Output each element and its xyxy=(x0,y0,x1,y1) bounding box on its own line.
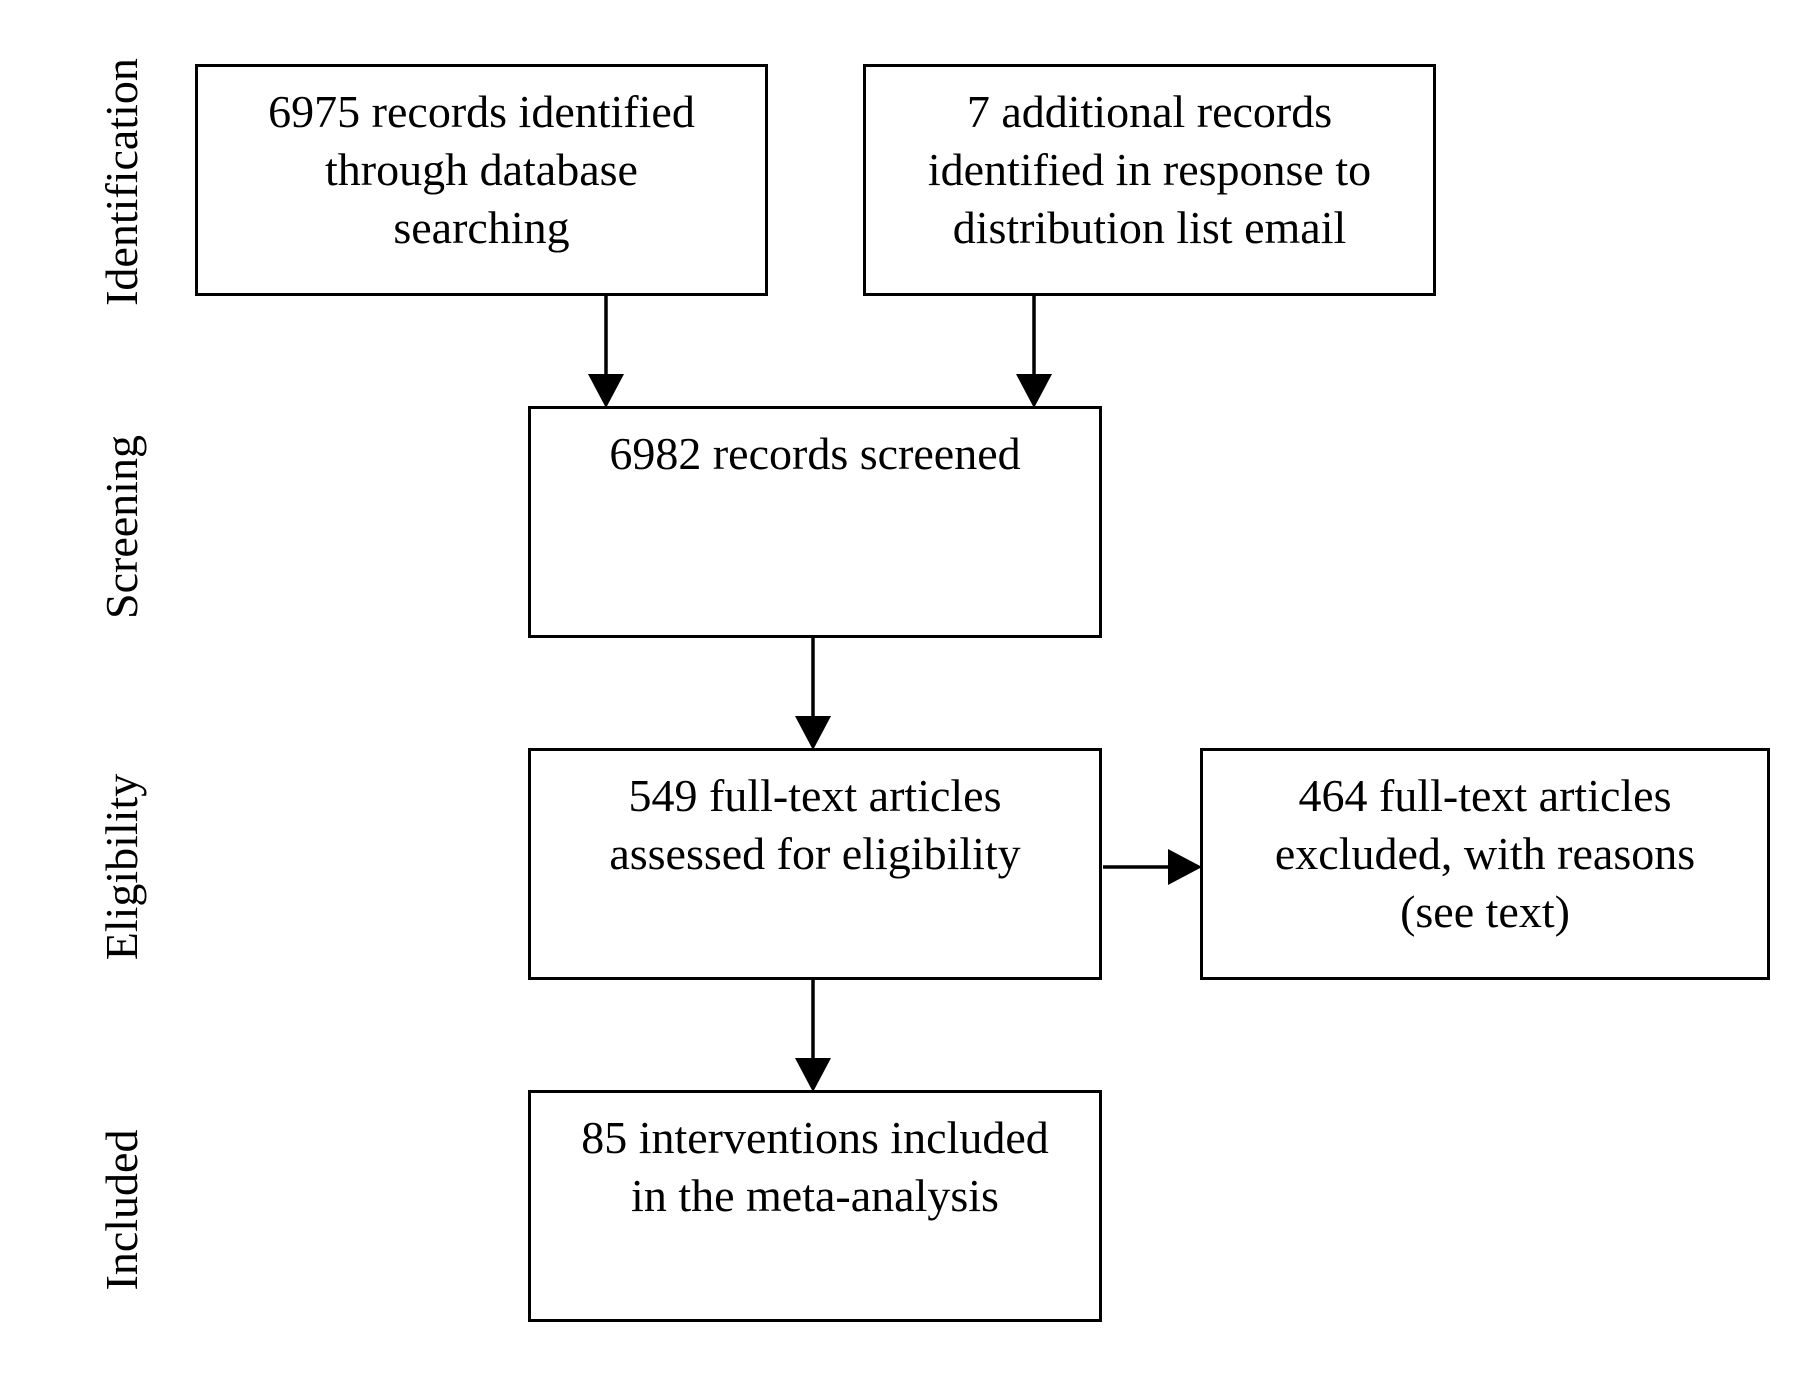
box-full-text-assessed-text: 549 full-text articles assessed for elig… xyxy=(609,770,1021,879)
box-full-text-assessed: 549 full-text articles assessed for elig… xyxy=(528,748,1102,980)
box-full-text-excluded: 464 full-text articles excluded, with re… xyxy=(1200,748,1770,980)
arrowhead-additional-to-screened xyxy=(1016,374,1052,408)
box-additional-records-text: 7 additional records identified in respo… xyxy=(927,86,1372,253)
arrowhead-database-to-screened xyxy=(588,374,624,408)
arrowhead-assessed-to-included xyxy=(795,1058,831,1092)
box-interventions-included-text: 85 interventions included in the meta-an… xyxy=(581,1112,1049,1221)
box-database-records-text: 6975 records identified through database… xyxy=(268,86,695,253)
box-full-text-excluded-text: 464 full-text articles excluded, with re… xyxy=(1274,770,1696,937)
box-additional-records: 7 additional records identified in respo… xyxy=(863,64,1436,296)
box-records-screened: 6982 records screened xyxy=(528,406,1102,638)
box-records-screened-text: 6982 records screened xyxy=(609,428,1021,479)
arrowhead-assessed-to-excluded xyxy=(1168,849,1202,885)
arrowhead-screened-to-assessed xyxy=(795,716,831,750)
box-database-records: 6975 records identified through database… xyxy=(195,64,768,296)
box-interventions-included: 85 interventions included in the meta-an… xyxy=(528,1090,1102,1322)
